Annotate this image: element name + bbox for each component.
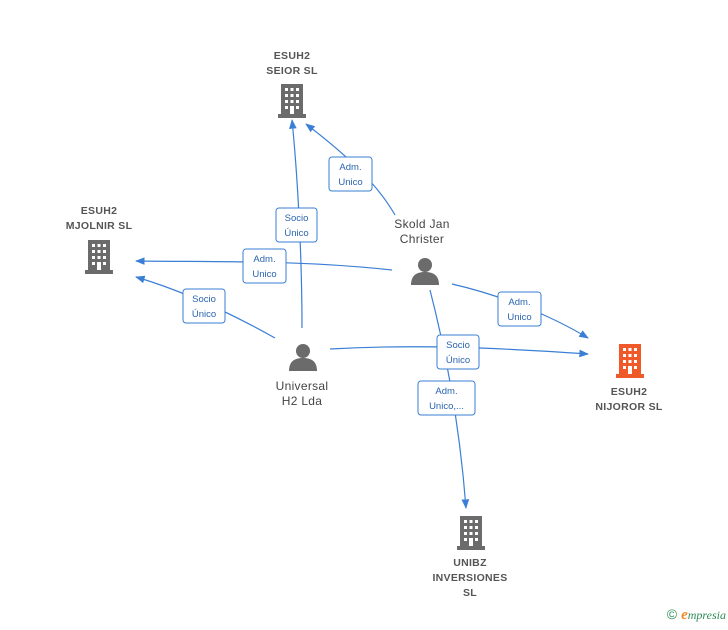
edge-label-universal-nijoror[interactable]: Socio Único [436,334,480,370]
node-esuh2-nijoror[interactable]: ESUH2 NIJOROR SL [595,344,663,413]
edge-label-line: Único [446,355,470,366]
node-label-line: Universal [276,379,329,393]
edge-label-line: Unico [338,177,362,188]
person-icon [411,258,439,285]
copyright-symbol: © [666,606,678,622]
node-label-line: ESUH2 [274,50,311,62]
edge-label-skold-nijoror[interactable]: Adm. Unico [497,291,542,327]
person-icon [289,344,317,371]
node-label-line: ESUH2 [611,386,648,398]
node-label-line: INVERSIONES [432,572,507,584]
edge-label-line: Socio [446,340,470,351]
building-icon [278,84,306,118]
edge-label-line: Único [284,228,308,239]
node-label-line: SEIOR SL [266,65,318,77]
edge-label-line: Único [192,309,216,320]
building-icon [616,344,644,378]
building-icon [457,516,485,550]
node-unibz-inversiones[interactable]: UNIBZ INVERSIONES SL [432,516,507,599]
empresia-watermark: ©empresia [667,606,726,624]
edge-label-line: Unico [507,312,531,323]
node-esuh2-seior[interactable]: ESUH2 SEIOR SL [266,50,318,118]
node-label-line: MJOLNIR SL [66,220,133,232]
edge-label-line: Adm. [508,297,530,308]
brand-name: mpresia [687,608,726,622]
node-label-line: UNIBZ [453,557,487,569]
building-icon [85,240,113,274]
edge-label-skold-mjolnir[interactable]: Adm. Unico [242,248,287,284]
brand-initial: e [681,607,688,623]
edge-label-line: Unico,... [429,401,464,412]
node-universal-h2-lda[interactable]: Universal H2 Lda [276,344,329,408]
node-label-line: ESUH2 [81,205,118,217]
edge-label-line: Adm. [435,386,457,397]
edge-label-skold-seior[interactable]: Adm. Unico [328,156,373,192]
node-label-line: NIJOROR SL [595,401,662,413]
edge-label-universal-mjolnir[interactable]: Socio Único [182,288,226,324]
edge-label-line: Adm. [339,162,361,173]
edge-label-line: Socio [192,294,216,305]
edge-label-line: Unico [252,269,276,280]
node-esuh2-mjolnir[interactable]: ESUH2 MJOLNIR SL [66,205,133,274]
edge-label-line: Socio [285,213,309,224]
node-label-line: Skold Jan [394,217,449,231]
node-label-line: Christer [400,232,444,246]
edge-label-skold-unibz[interactable]: Adm. Unico,... [417,380,476,416]
edge-label-universal-seior[interactable]: Socio Único [275,207,318,243]
node-skold-jan-christer[interactable]: Skold Jan Christer [394,217,449,285]
node-label-line: SL [463,587,477,599]
node-label-line: H2 Lda [282,394,323,408]
edge-label-line: Adm. [253,254,275,265]
